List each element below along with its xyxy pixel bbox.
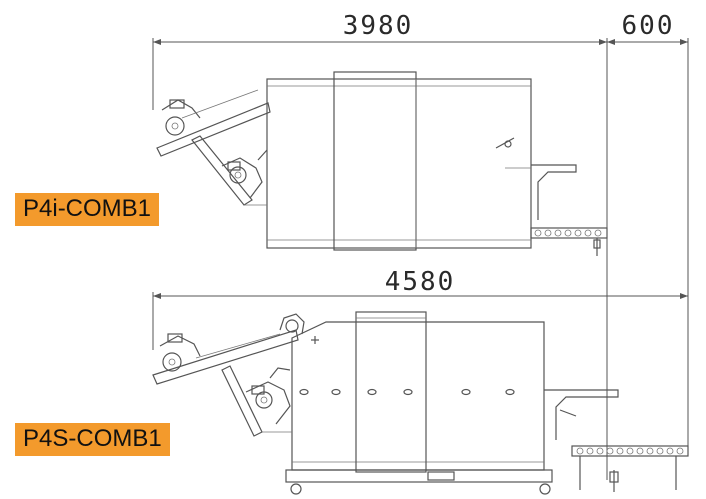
model-label-p4s-comb1: P4S-COMB1 [15, 423, 170, 456]
bottom-conveyor-rollers [576, 447, 684, 455]
model-label-p4i-comb1: P4i-COMB1 [15, 193, 160, 226]
top-conveyor-rollers [534, 229, 602, 237]
bottom-panel-ovals [299, 388, 515, 396]
dimension-top-width-value: 3980 [343, 11, 414, 41]
dimension-extension-value: 600 [622, 11, 675, 41]
dimension-bottom-width: 4580 [152, 267, 688, 350]
dimension-top-width: 3980 [152, 11, 608, 230]
dimension-bottom-width-value: 4580 [385, 267, 456, 297]
dimension-extension: 600 [607, 11, 689, 450]
machine-top [156, 71, 608, 256]
machine-bottom [152, 311, 689, 495]
